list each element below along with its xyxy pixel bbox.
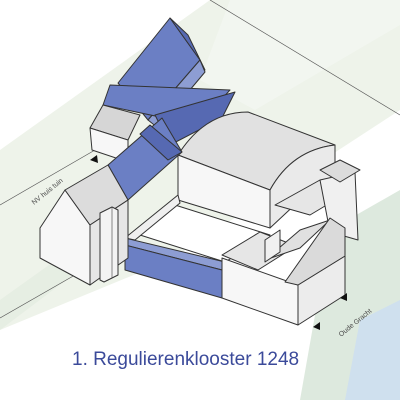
right-annex-cap [319,159,361,183]
blue-roof-left-shade [139,124,183,161]
plot-line-3 [0,274,76,319]
front-right-niche [264,229,281,263]
front-right-gable [284,217,346,286]
ground-plot-top [200,0,400,110]
blue-gable-left [107,117,183,201]
page-title: 1. Regulierenklooster 1248 [72,349,299,370]
left-gable-house [39,164,129,286]
left-house-tower [99,206,119,283]
white-wing-left [89,104,141,163]
arrow-marker-icon [313,322,320,330]
front-right-building [221,217,346,326]
plot-line-2 [209,0,400,116]
arrow-marker-icon [340,293,347,301]
plot-line-1 [0,149,96,206]
blue-roof-back-ridge [169,17,206,71]
canal-water [345,300,400,400]
arrow-marker-icon [90,155,98,163]
